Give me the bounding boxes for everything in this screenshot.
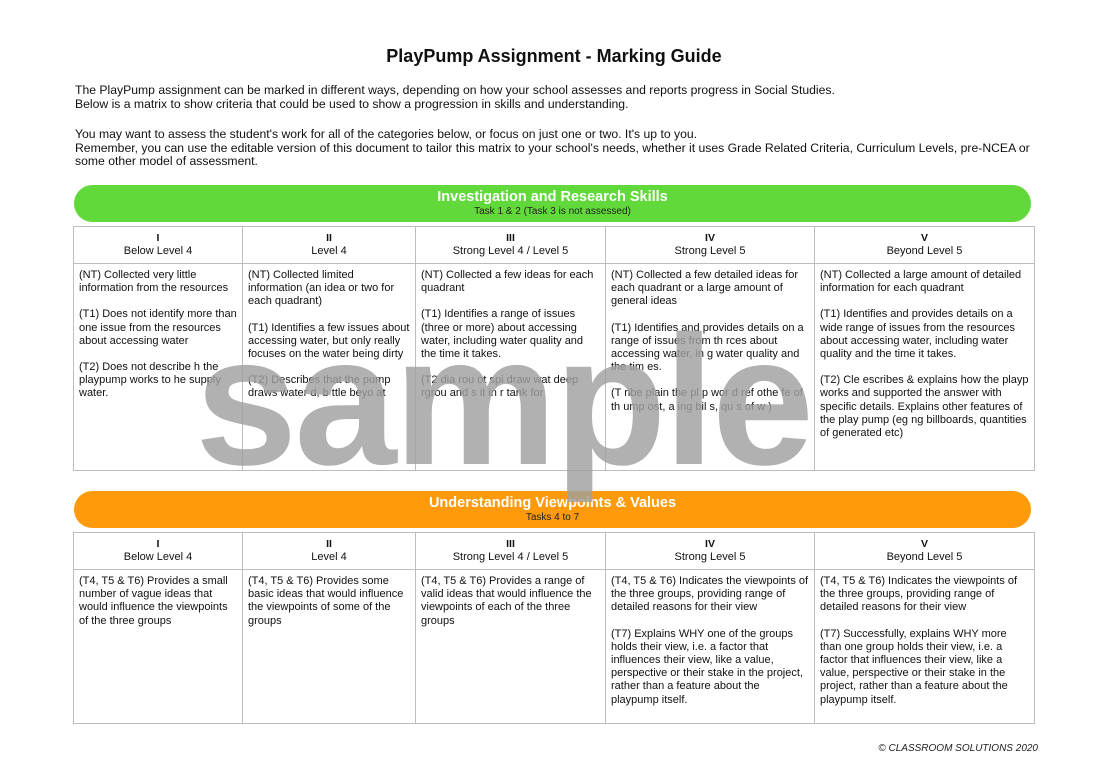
level-label: Strong Level 4 / Level 5	[452, 551, 569, 563]
table-row: (NT) Collected very little information f…	[73, 263, 1035, 471]
level-label: Strong Level 5	[674, 245, 746, 257]
criterion: (T7) Explains WHY one of the groups hold…	[611, 627, 803, 706]
level-number: II	[326, 231, 332, 244]
section-title: Understanding Viewpoints & Values	[428, 495, 677, 511]
criteria-cell: (T4, T5 & T6) Provides a range of valid …	[415, 569, 606, 724]
level-label: Beyond Level 5	[886, 245, 963, 257]
section-title: Investigation and Research Skills	[437, 189, 668, 205]
page-title: PlayPump Assignment - Marking Guide	[386, 46, 722, 66]
criteria-cell: (T4, T5 & T6) Provides a small number of…	[73, 569, 243, 724]
criterion: (T2 dia rou ot spi draw wat deep rgrou a…	[421, 374, 579, 400]
criterion: (NT) Collected a large amount of detaile…	[820, 269, 1022, 295]
intro-line: Below is a matrix to show criteria that …	[75, 96, 629, 111]
intro-paragraph-1: The PlayPump assignment can be marked in…	[75, 83, 1045, 111]
copyright-notice: © CLASSROOM SOLUTIONS 2020	[878, 743, 1038, 754]
level-number: IV	[705, 231, 715, 244]
section-banner-viewpoints: Understanding Viewpoints & Values Tasks …	[74, 491, 1031, 528]
level-label: Strong Level 5	[674, 551, 746, 563]
level-label: Below Level 4	[123, 245, 193, 257]
criterion: (T1) Identifies and provides details on …	[820, 308, 1016, 361]
criteria-cell: (T4, T5 & T6) Indicates the viewpoints o…	[605, 569, 815, 724]
criteria-cell: (NT) Collected a few detailed ideas for …	[605, 263, 815, 471]
criterion: (T1) Identifies a few issues about acces…	[248, 321, 410, 361]
criteria-cell: (T4, T5 & T6) Indicates the viewpoints o…	[814, 569, 1035, 724]
criterion: (NT) Collected a few ideas for each quad…	[421, 269, 594, 295]
criterion: (T ribe plain the pl p wor d ref othe fe…	[611, 387, 803, 413]
level-number: I	[156, 537, 160, 550]
criteria-cell: (NT) Collected limited information (an i…	[242, 263, 416, 471]
level-number: I	[156, 231, 160, 244]
level-number: III	[506, 231, 515, 244]
criterion: (T2) Cle escribes & explains how the pla…	[820, 374, 1029, 440]
level-label: Below Level 4	[123, 551, 193, 563]
criterion: (T7) Successfully, explains WHY more tha…	[820, 627, 1008, 706]
section-banner-investigation: Investigation and Research Skills Task 1…	[74, 185, 1031, 222]
section-subtitle: Task 1 & 2 (Task 3 is not assessed)	[474, 206, 631, 217]
level-number: II	[326, 537, 332, 550]
criteria-cell: (NT) Collected a large amount of detaile…	[814, 263, 1035, 471]
level-number: III	[506, 537, 515, 550]
level-label: Level 4	[311, 551, 347, 563]
criteria-cell: (T4, T5 & T6) Provides some basic ideas …	[242, 569, 416, 724]
criterion: (NT) Collected very little information f…	[79, 269, 229, 295]
criterion: (NT) Collected limited information (an i…	[248, 269, 395, 308]
criterion: (T4, T5 & T6) Provides a range of valid …	[421, 575, 592, 627]
intro-line: Remember, you can use the editable versi…	[75, 140, 1030, 168]
criteria-cell: (NT) Collected a few ideas for each quad…	[415, 263, 606, 471]
criterion: (T4, T5 & T6) Indicates the viewpoints o…	[611, 575, 809, 614]
criterion: (T1) Identifies a range of issues (three…	[421, 308, 584, 361]
criterion: (T4, T5 & T6) Provides some basic ideas …	[248, 575, 404, 627]
criterion: (T1) Identifies and provides details on …	[611, 321, 804, 374]
level-label: Strong Level 4 / Level 5	[452, 245, 569, 257]
criterion: (NT) Collected a few detailed ideas for …	[611, 269, 799, 308]
criterion: (T4, T5 & T6) Provides a small number of…	[79, 575, 228, 627]
level-label: Level 4	[311, 245, 347, 257]
criterion: (T2) Describes that the pump draws water…	[248, 374, 391, 400]
intro-line: The PlayPump assignment can be marked in…	[75, 83, 835, 97]
level-number: V	[920, 537, 928, 550]
section-subtitle: Tasks 4 to 7	[525, 512, 580, 523]
table-row: (T4, T5 & T6) Provides a small number of…	[73, 569, 1035, 724]
intro-line: You may want to assess the student's wor…	[75, 127, 698, 141]
level-number: V	[920, 231, 928, 244]
level-number: IV	[705, 537, 715, 550]
criteria-cell: (NT) Collected very little information f…	[73, 263, 243, 471]
criterion: (T2) Does not describe h the playpump wo…	[79, 361, 221, 400]
intro-paragraph-2: You may want to assess the student's wor…	[75, 127, 1045, 169]
level-label: Beyond Level 5	[886, 551, 963, 563]
criterion: (T4, T5 & T6) Indicates the viewpoints o…	[820, 575, 1018, 614]
criterion: (T1) Does not identify more than one iss…	[79, 308, 237, 347]
